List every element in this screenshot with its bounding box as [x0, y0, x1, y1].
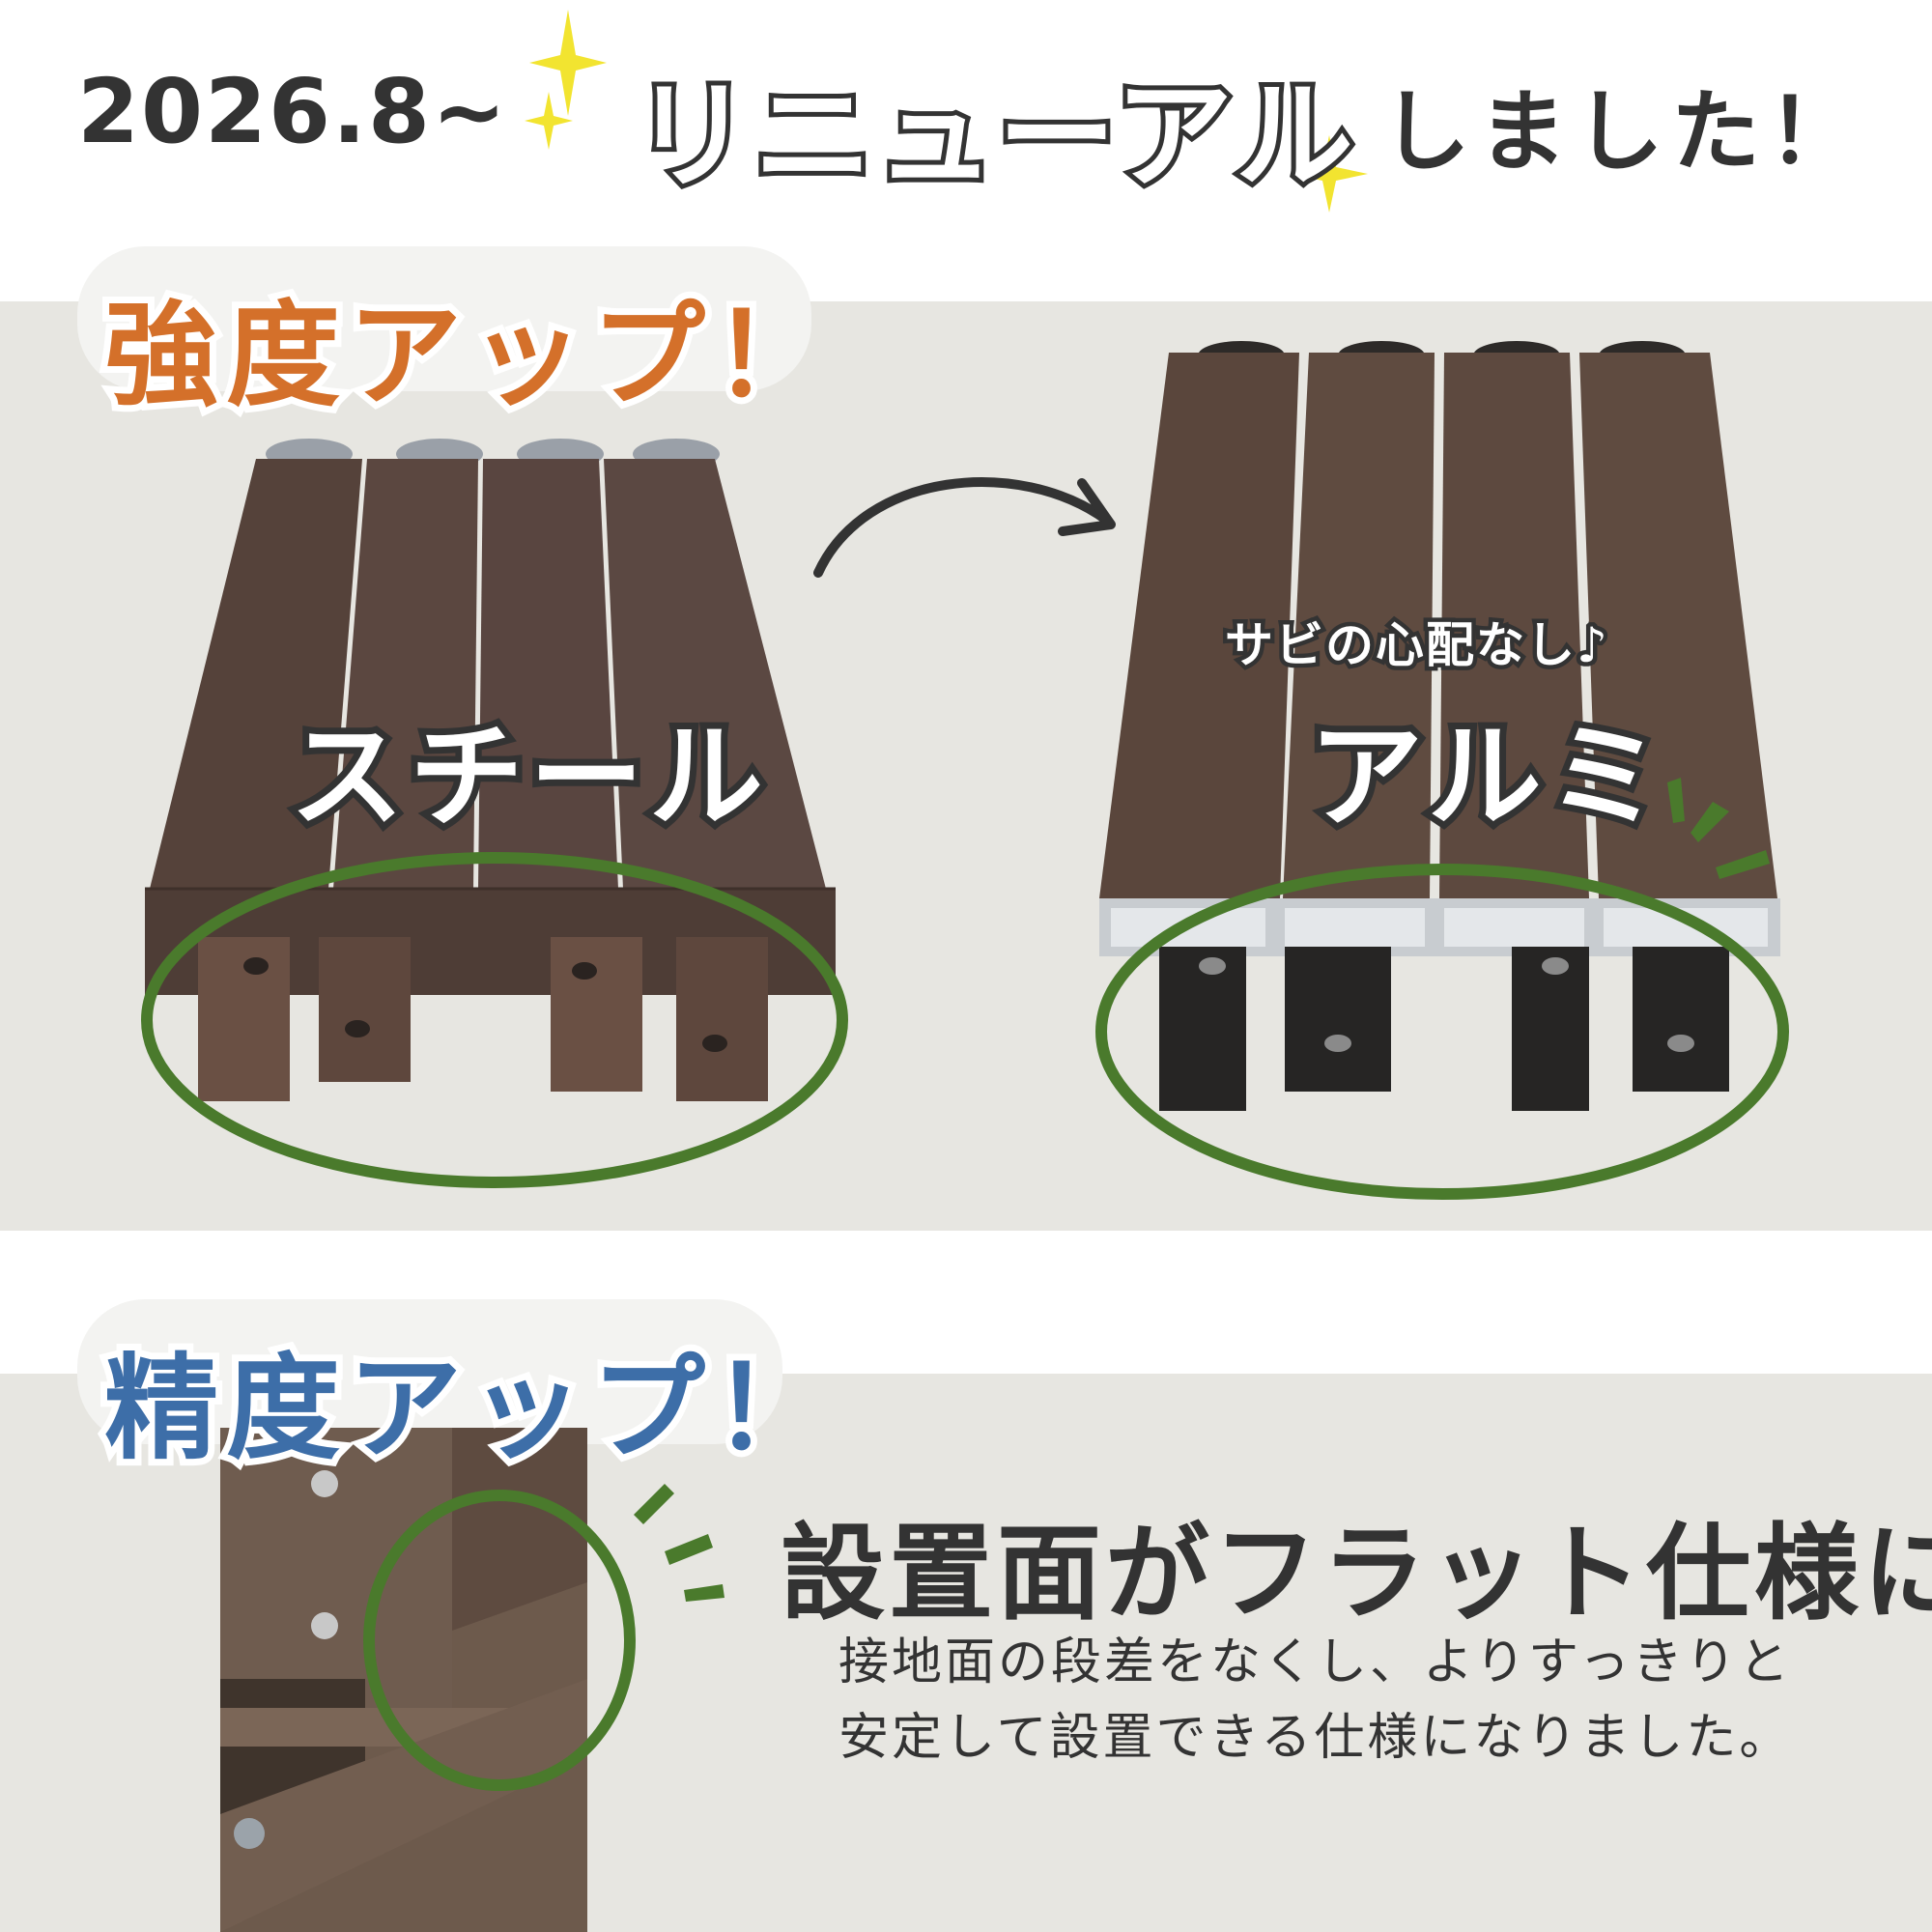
curved-arrow-icon — [813, 477, 1116, 578]
sparkle-icon — [525, 92, 573, 150]
precision-badge: 精度アップ！ — [98, 1335, 836, 1482]
highlight-ring — [363, 1490, 636, 1791]
rust-note: サビの心配なし♪ — [1221, 613, 1612, 678]
aluminium-frame-photo — [1099, 341, 1780, 1111]
strength-badge: 強度アップ！ — [98, 282, 836, 429]
sparkle-icon — [529, 10, 607, 116]
description-line-2: 安定して設置できる仕様になりました。 — [838, 1709, 1793, 1767]
flat-corner-photo — [220, 1428, 587, 1932]
sparkle-icon — [1291, 135, 1368, 213]
renewal-title: リニューアル — [628, 63, 1358, 210]
steel-label: スチール — [283, 703, 770, 850]
renewal-suffix: しました！ — [1381, 80, 1865, 184]
precision-badge-bg — [77, 1299, 782, 1444]
flat-surface-title: 設置面がフラット仕様に — [781, 1514, 1932, 1634]
description-line-1: 接地面の段差をなくし、よりすっきりと — [838, 1634, 1792, 1691]
emphasis-lines-icon — [634, 1484, 724, 1602]
emphasis-lines-icon — [1667, 778, 1770, 879]
steel-frame-photo — [145, 439, 836, 1101]
strength-badge-bg — [77, 246, 811, 391]
renewal-date: 2026.8~ — [77, 60, 509, 163]
highlight-ring — [1095, 864, 1789, 1200]
highlight-ring — [141, 852, 848, 1188]
flat-surface-description: 接地面の段差をなくし、よりすっきりと 安定して設置できる仕様になりました。 — [838, 1625, 1792, 1776]
aluminium-label: アルミ — [1302, 703, 1668, 850]
